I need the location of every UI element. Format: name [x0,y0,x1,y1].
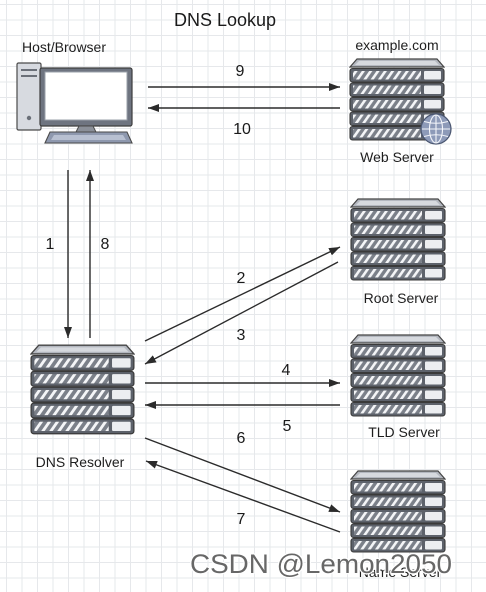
web-server-domain: example.com [355,37,438,53]
arrow-step-6 [144,437,341,513]
arrow-step-3 [144,261,339,365]
dns-resolver-icon [30,344,135,435]
dns-resolver-label: DNS Resolver [36,454,125,470]
tld-server-label: TLD Server [368,424,440,440]
globe-icon [420,113,452,145]
arrows [64,83,341,533]
web-server-label: Web Server [360,149,434,165]
step-label-6: 6 [237,430,246,447]
host-browser-node: Host/Browser [16,39,133,144]
step-label-10: 10 [233,121,251,138]
root-server-icon [350,198,446,281]
tld-server-node: TLD Server [350,334,446,440]
root-server-node: Root Server [350,198,446,306]
web-server-node: example.com Web Server [349,37,452,165]
step-label-5: 5 [283,418,292,435]
computer-icon [16,62,133,144]
diagram-title: DNS Lookup [174,10,276,30]
step-label-9: 9 [236,63,245,80]
step-label-2: 2 [237,270,246,287]
step-labels: 1 2 3 4 5 6 7 8 9 10 [46,63,292,528]
arrow-step-7 [145,460,341,533]
step-label-7: 7 [237,511,246,528]
host-browser-label: Host/Browser [22,39,106,55]
name-server-node: Name Server [350,470,446,580]
dns-resolver-node: DNS Resolver [30,344,135,470]
step-label-1: 1 [46,236,55,253]
step-label-8: 8 [101,236,110,253]
step-label-4: 4 [282,362,291,379]
watermark: CSDN @Lemon2050 [190,549,452,579]
root-server-label: Root Server [364,290,439,306]
name-server-label: Name Server [359,564,442,580]
arrow-step-2 [144,246,341,342]
step-label-3: 3 [237,327,246,344]
tld-server-icon [350,334,446,417]
name-server-icon [350,470,446,553]
